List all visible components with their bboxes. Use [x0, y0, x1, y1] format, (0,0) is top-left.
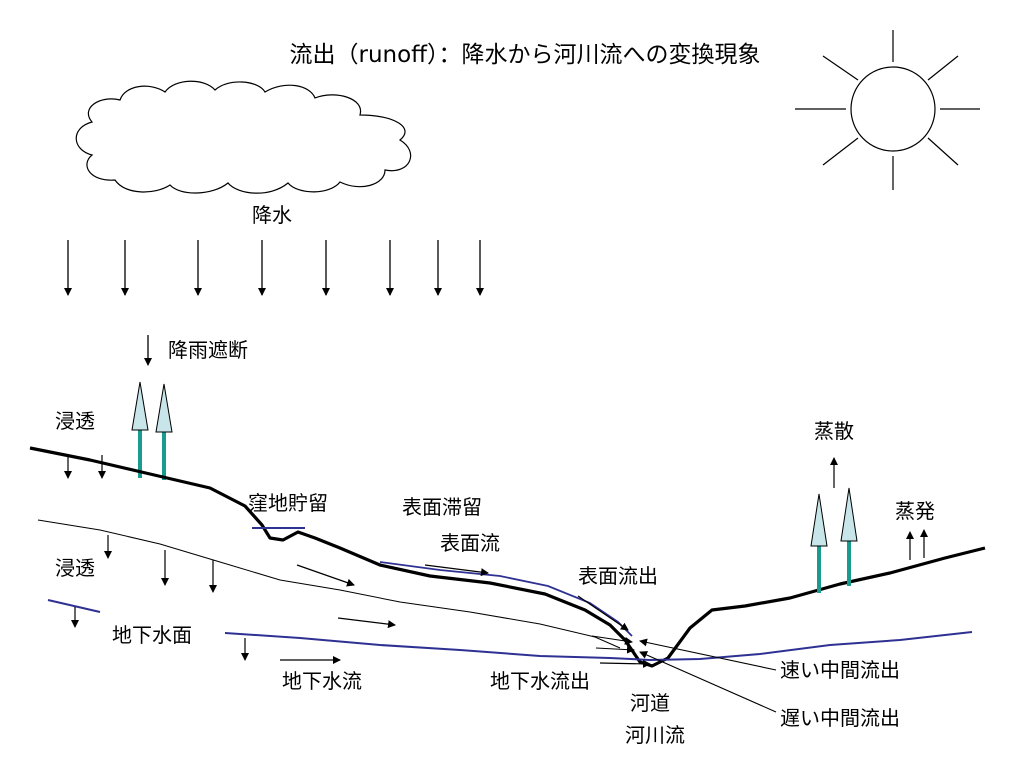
groundwater-outflow-label: 地下水流出	[490, 669, 590, 693]
groundwater-table-line	[47, 599, 101, 613]
tree-icon	[131, 381, 149, 478]
depression-storage-label: 窪地貯留	[248, 491, 328, 515]
groundwater-flow-label: 地下水流	[282, 669, 362, 693]
surface-flow-label: 表面流	[440, 531, 500, 555]
cloud-icon	[75, 80, 412, 194]
interflow-arrow	[296, 564, 355, 587]
surface-flow-arrow	[424, 564, 489, 577]
slow-interflow-pointer	[639, 651, 777, 713]
fast-interflow-pointer	[639, 638, 777, 671]
tree-icon	[155, 383, 173, 480]
groundwater-table-line	[224, 631, 973, 662]
river-flow-label: 河川流	[625, 723, 685, 747]
fast-interflow-label: 速い中間流出	[780, 658, 900, 682]
evaporation-label: 蒸発	[895, 499, 935, 523]
interflow-outflow-arrow	[591, 635, 633, 645]
surface-water-line	[379, 561, 633, 637]
precipitation-label: 降水	[252, 203, 292, 227]
tree-icon	[810, 493, 828, 593]
tree-icon	[840, 487, 858, 586]
infiltration-top-label: 浸透	[55, 409, 95, 433]
rain-arrows	[64, 240, 484, 296]
infiltration-mid-label: 浸透	[55, 556, 95, 580]
interception-label: 降雨遮断	[168, 338, 248, 362]
surface-outflow-label: 表面流出	[578, 564, 658, 588]
interflow-outflow-arrow	[595, 645, 635, 654]
channel-label: 河道	[630, 691, 670, 715]
groundwater-outflow-arrow	[599, 659, 651, 668]
diagram-title: 流出（runoff）：降水から河川流への変換現象	[289, 42, 760, 68]
interflow-arrow	[337, 617, 396, 629]
slow-interflow-label: 遅い中間流出	[780, 706, 900, 730]
surface-outflow-arrow	[577, 595, 629, 631]
ground-surface-line	[29, 446, 986, 668]
sun-icon	[795, 30, 980, 190]
soil-layer-line	[37, 519, 621, 649]
groundwater-table-label: 地下水面	[112, 623, 192, 647]
transpiration-label: 蒸散	[814, 419, 854, 443]
surface-detention-label: 表面滞留	[402, 495, 482, 519]
